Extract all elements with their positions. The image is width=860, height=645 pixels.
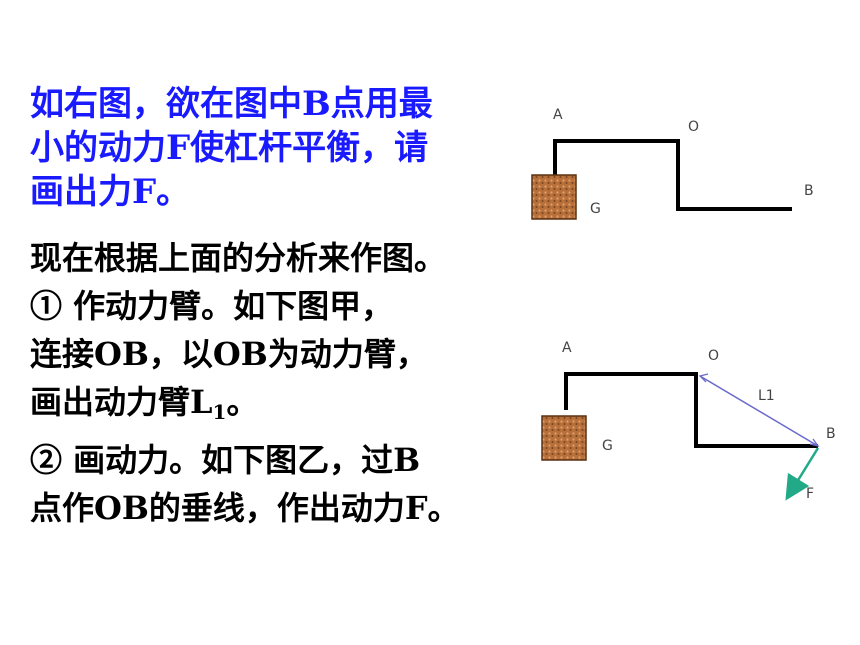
weight-block — [541, 415, 587, 461]
label-o: O — [688, 119, 699, 135]
step2-line-b: 点作OB的垂线，作出动力F。 — [30, 489, 460, 527]
label-g: G — [590, 201, 601, 217]
label-a: A — [562, 340, 572, 356]
question-line-3: 画出力F。 — [30, 172, 191, 212]
steps-intro: 现在根据上面的分析来作图。 — [30, 239, 447, 277]
weight-block — [531, 174, 577, 220]
question-line-2: 小的动力F使杠杆平衡，请 — [30, 128, 429, 168]
lever-diagram-bottom: A O B G L1 F — [541, 340, 836, 502]
label-b: B — [826, 426, 836, 442]
question-line-1: 如右图，欲在图中B点用最 — [30, 84, 433, 124]
force-arrow — [785, 447, 820, 501]
step1-line-c-suffix: 。 — [226, 383, 259, 421]
l1-subscript: 1 — [212, 400, 227, 424]
question-text: 如右图，欲在图中B点用最 小的动力F使杠杆平衡，请 画出力F。 — [30, 82, 500, 214]
step1-line-a: ① 作动力臂。如下图甲， — [30, 287, 394, 325]
step2-line-a: ② 画动力。如下图乙，过B — [30, 441, 421, 479]
label-f: F — [806, 486, 814, 502]
lever-arm-line — [699, 375, 819, 447]
lever-bar — [564, 372, 818, 448]
arm-arrow-b — [809, 438, 820, 448]
label-g: G — [602, 438, 613, 454]
label-o: O — [708, 348, 719, 364]
lever-bar — [553, 139, 792, 211]
lever-diagram-top: A O B G — [531, 107, 814, 220]
arm-arrow-o — [698, 373, 709, 383]
label-a: A — [553, 107, 563, 123]
label-l1: L1 — [758, 388, 775, 404]
step1-line-b: 连接OB，以OB为动力臂， — [30, 335, 428, 373]
step1-line-c: 画出动力臂L1。 — [30, 378, 530, 436]
label-b: B — [804, 183, 814, 199]
step1-line-c-prefix: 画出动力臂L — [30, 383, 213, 421]
solution-steps: 现在根据上面的分析来作图。 ① 作动力臂。如下图甲， 连接OB，以OB为动力臂，… — [30, 234, 530, 532]
